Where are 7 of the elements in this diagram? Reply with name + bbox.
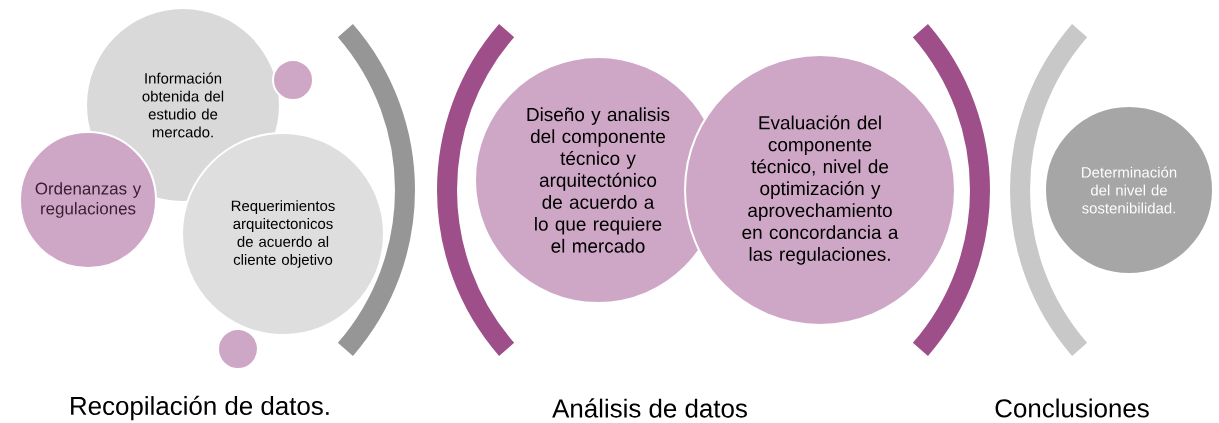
stage-label: Recopilación de datos.: [71, 395, 329, 421]
stage-label: Análisis de datos: [552, 398, 747, 418]
stage-label: Conclusiones: [995, 398, 1149, 418]
small-circle: [272, 59, 314, 101]
bubble: Determinación del nivel de sostenibilidad.: [1044, 105, 1214, 275]
bubble: Evaluación del componente técnico, nivel de optimización y aprovechamiento en concordancia a las regulaciones.: [684, 54, 956, 326]
small-circle: [217, 328, 259, 370]
